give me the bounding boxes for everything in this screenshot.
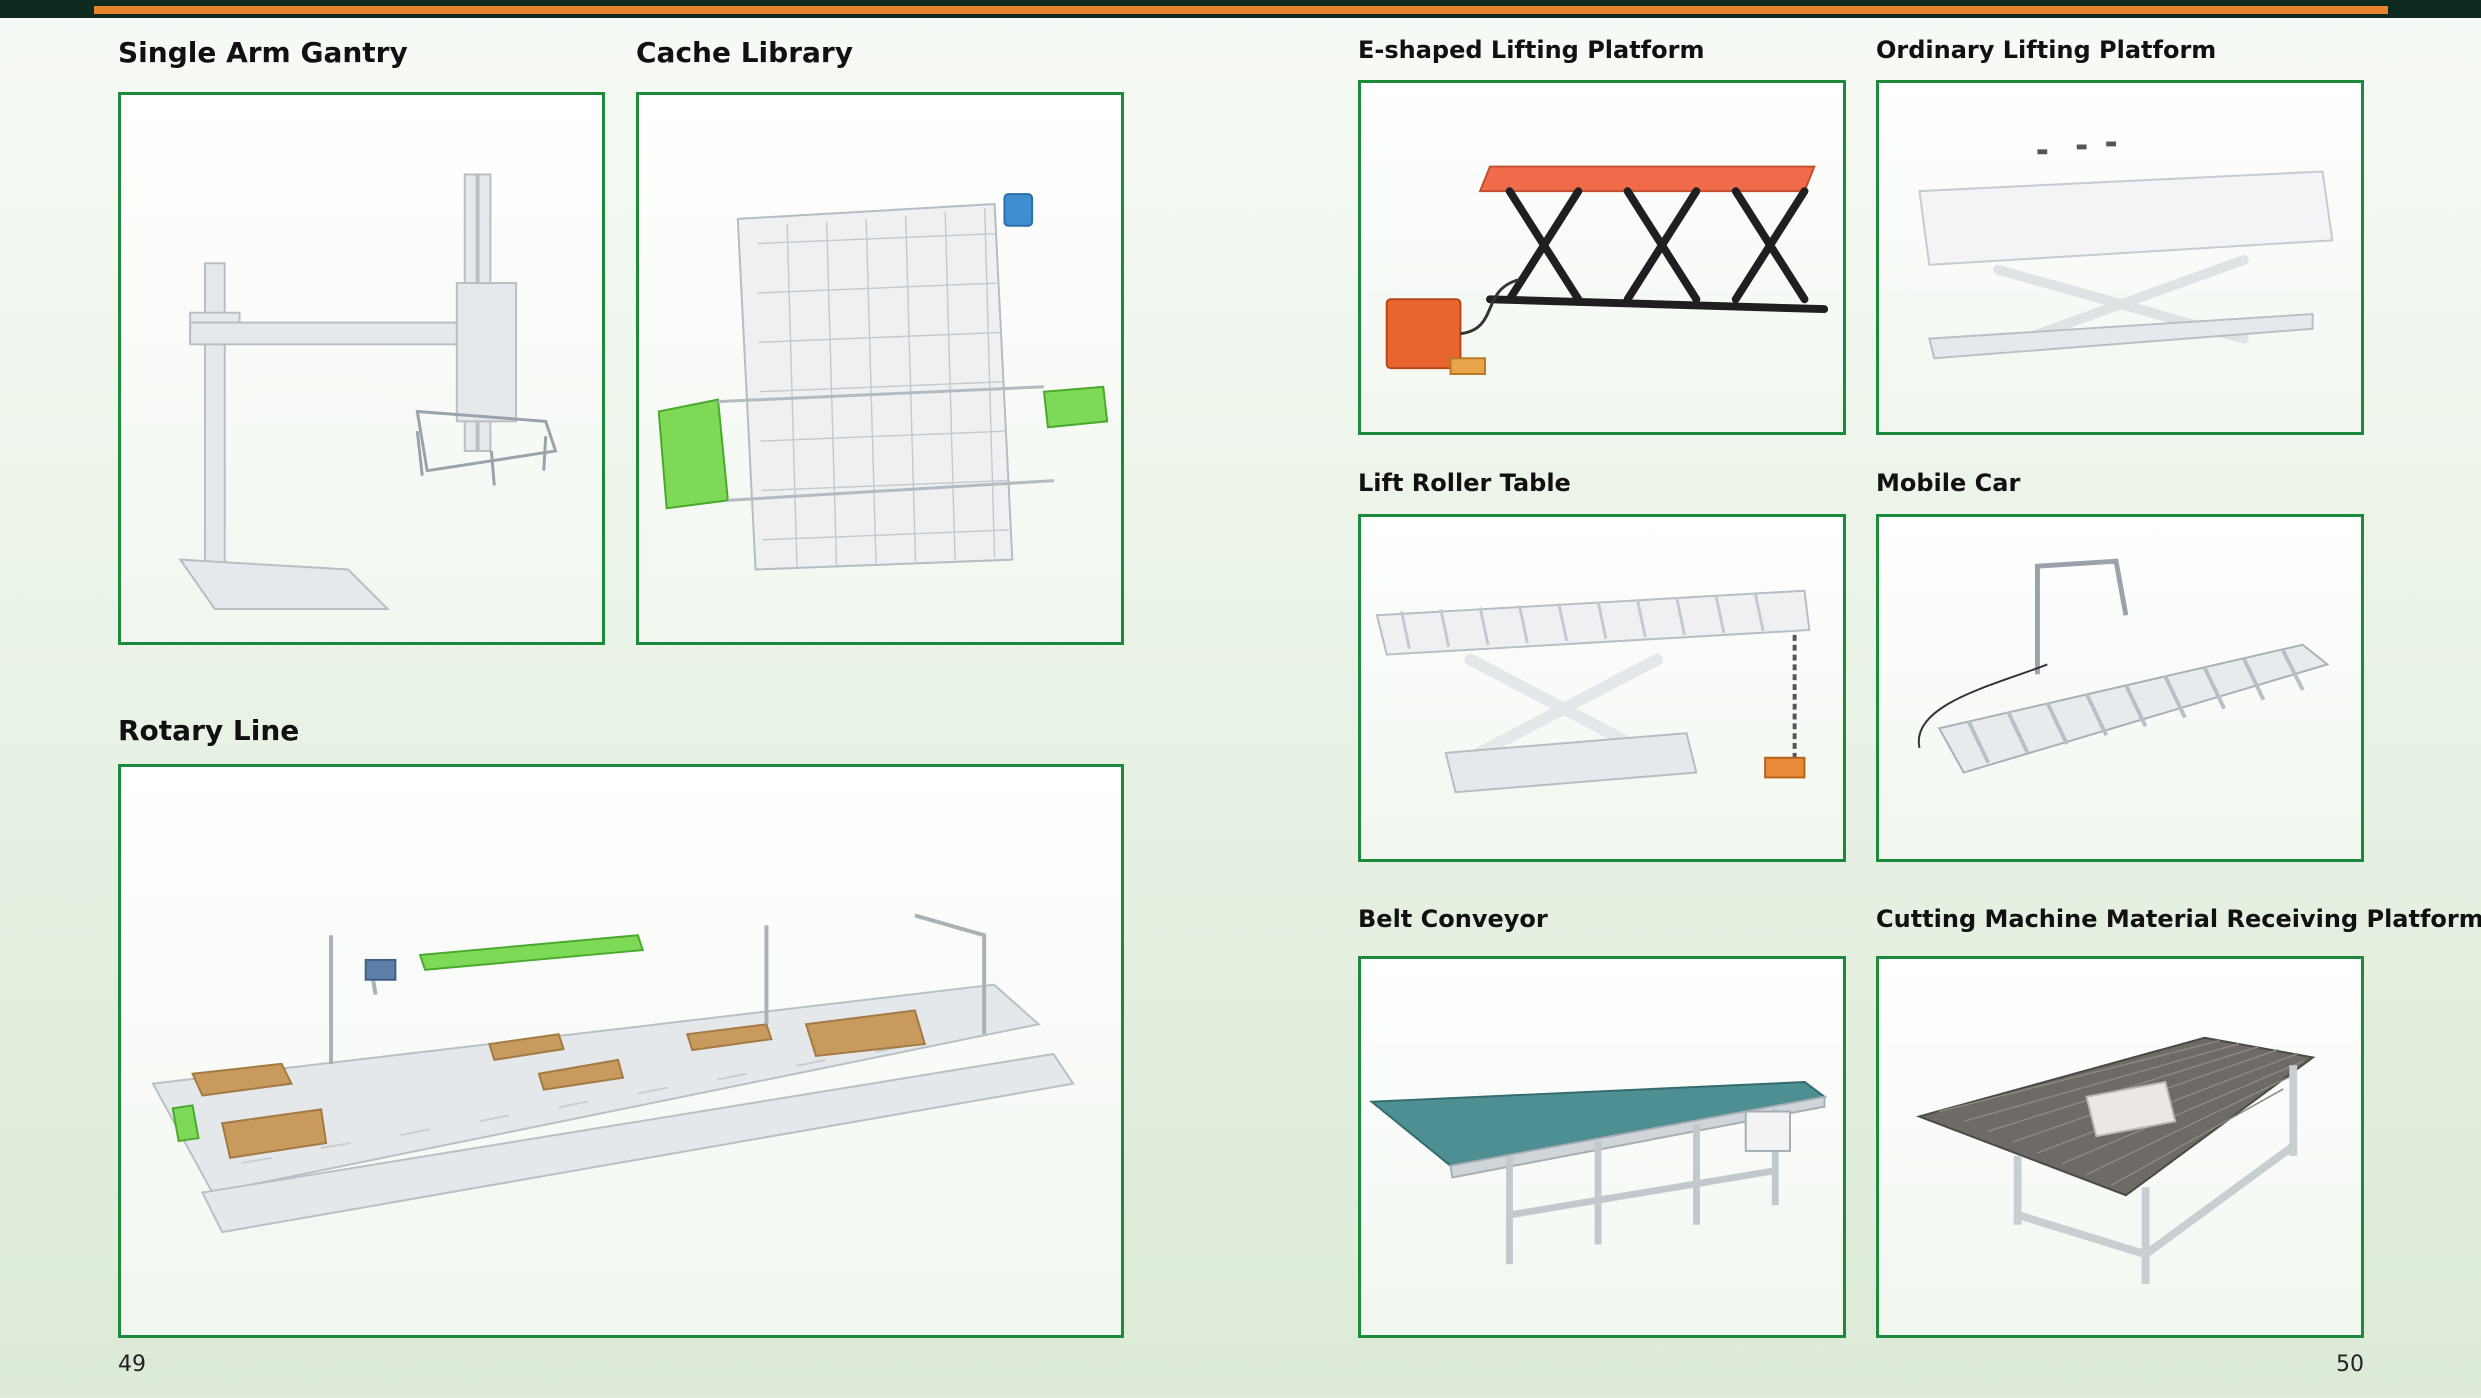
image-mobile-car — [1876, 514, 2364, 862]
title-e-shaped-lifting-platform: E-shaped Lifting Platform — [1358, 36, 1705, 64]
image-belt-conveyor — [1358, 956, 1846, 1338]
accent-stripe — [94, 6, 2388, 14]
page-number-right: 50 — [2336, 1352, 2364, 1377]
image-cache-library — [636, 92, 1124, 645]
image-rotary-line — [118, 764, 1124, 1338]
title-rotary-line: Rotary Line — [118, 714, 300, 747]
title-cache-library: Cache Library — [636, 36, 853, 69]
image-lift-roller-table — [1358, 514, 1846, 862]
title-cutting-machine-platform: Cutting Machine Material Receiving Platf… — [1876, 905, 2481, 933]
image-ordinary-lifting-platform — [1876, 80, 2364, 435]
title-mobile-car: Mobile Car — [1876, 469, 2021, 497]
page-number-left: 49 — [118, 1352, 146, 1377]
image-e-shaped-lifting-platform — [1358, 80, 1846, 435]
image-single-arm-gantry — [118, 92, 605, 645]
title-belt-conveyor: Belt Conveyor — [1358, 905, 1548, 933]
title-lift-roller-table: Lift Roller Table — [1358, 469, 1571, 497]
image-cutting-machine-platform — [1876, 956, 2364, 1338]
title-ordinary-lifting-platform: Ordinary Lifting Platform — [1876, 36, 2217, 64]
title-single-arm-gantry: Single Arm Gantry — [118, 36, 408, 69]
